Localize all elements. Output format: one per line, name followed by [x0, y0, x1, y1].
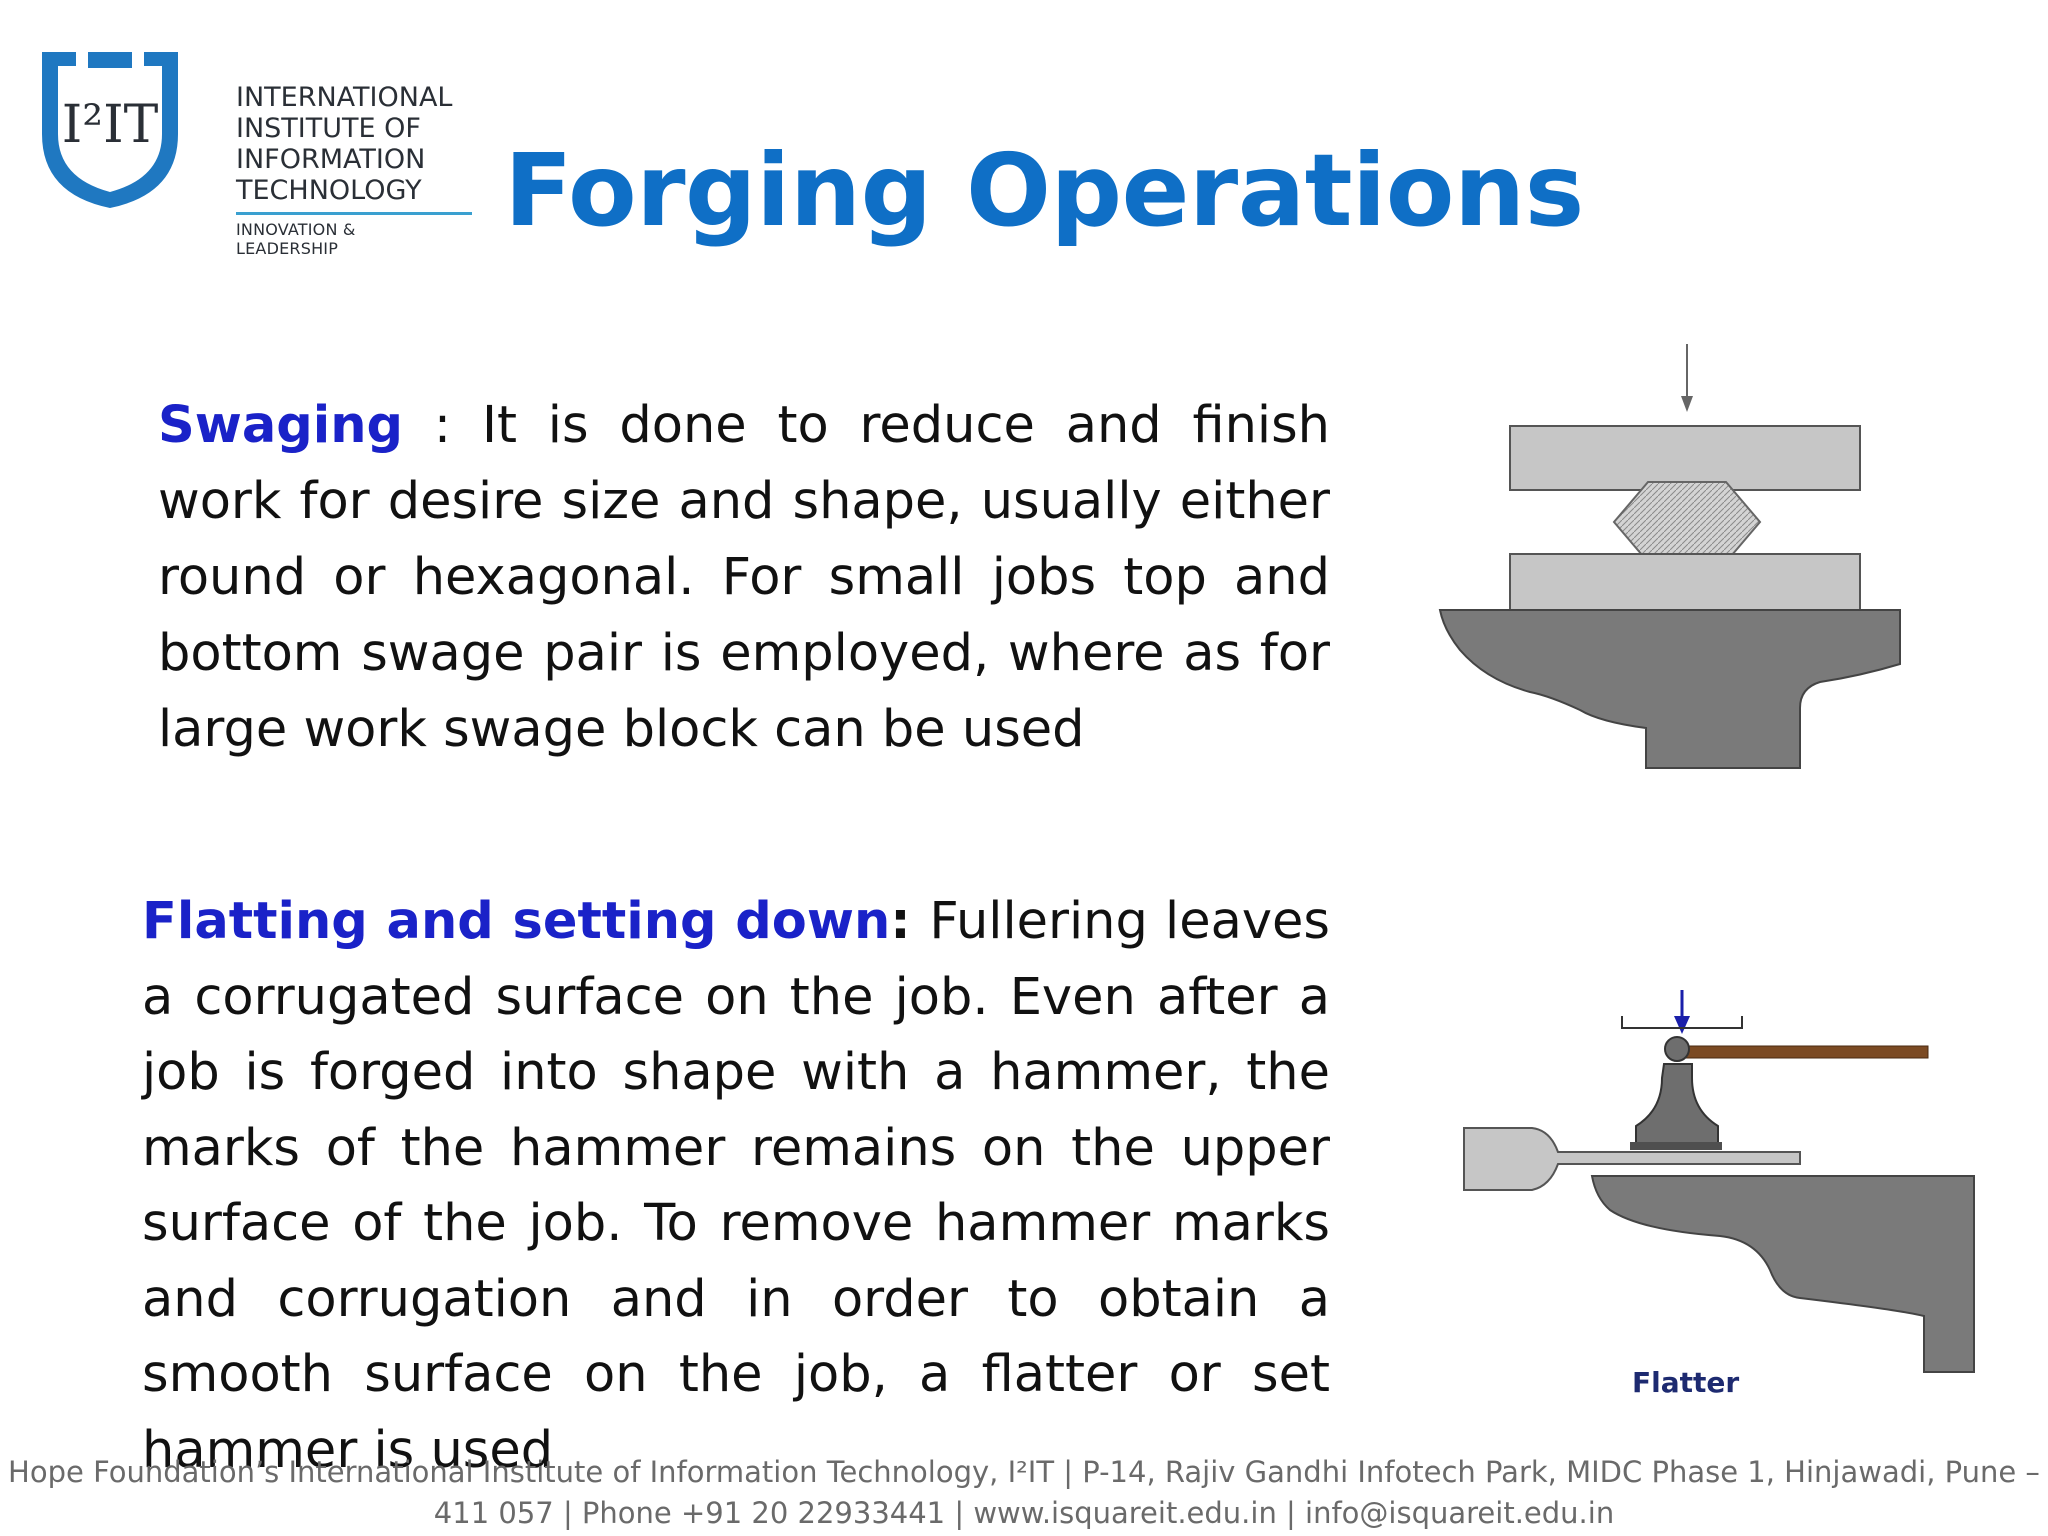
top-swage [1509, 425, 1861, 491]
flatting-term: Flatting and setting down [142, 892, 891, 951]
logo-divider [236, 212, 472, 215]
flatter-face [1630, 1142, 1722, 1150]
logo-name: INTERNATIONAL INSTITUTE OF INFORMATION T… [236, 82, 476, 206]
logo-tagline: INNOVATION & LEADERSHIP [236, 220, 356, 258]
hexagonal-job [1612, 481, 1762, 563]
footer-line-2: 411 057 | Phone +91 20 22933441 | www.is… [433, 1496, 1615, 1530]
flatter-diagram: Flatter [1463, 990, 1975, 1399]
flatting-paragraph: Flatting and setting down: Fullering lea… [142, 884, 1330, 1488]
institute-logo: I²IT INTERNATIONAL INSTITUTE OF INFORMAT… [36, 42, 472, 258]
bottom-swage [1509, 553, 1861, 613]
footer-line-1: Hope Foundation’s International Institut… [8, 1455, 2040, 1489]
flatting-body: Fullering leaves a corrugated surface on… [142, 892, 1330, 1480]
logo-mark: I²IT [62, 95, 159, 155]
swaging-paragraph: Swaging : It is done to reduce and finis… [158, 388, 1330, 768]
width-bracket [1621, 1016, 1743, 1029]
logo-line-2: INSTITUTE OF [236, 113, 421, 144]
swage-diagram [1438, 344, 1901, 769]
logo-line-3: INFORMATION [236, 144, 426, 175]
flatter-label: Flatter [1632, 1366, 1739, 1399]
flatting-separator: : [890, 892, 930, 951]
flatter-knob [1664, 1036, 1690, 1062]
swaging-separator: : [403, 396, 482, 455]
force-arrow-head [1681, 396, 1693, 412]
work-piece [1463, 1127, 1801, 1191]
flatter-handle [1679, 1045, 1929, 1059]
logo-line-1: INTERNATIONAL [236, 82, 453, 113]
anvil [1590, 1175, 1975, 1373]
flatter-head [1635, 1063, 1719, 1145]
swaging-term: Swaging [158, 396, 404, 455]
logo-line-4: TECHNOLOGY [236, 175, 422, 206]
slide-title: Forging Operations [504, 132, 1584, 249]
shield-icon: I²IT [42, 52, 178, 208]
footer: Hope Foundation’s International Institut… [0, 1452, 2048, 1534]
anvil [1438, 609, 1901, 769]
force-arrow-head [1674, 1016, 1690, 1034]
swaging-body: It is done to reduce and finish work for… [158, 396, 1330, 759]
